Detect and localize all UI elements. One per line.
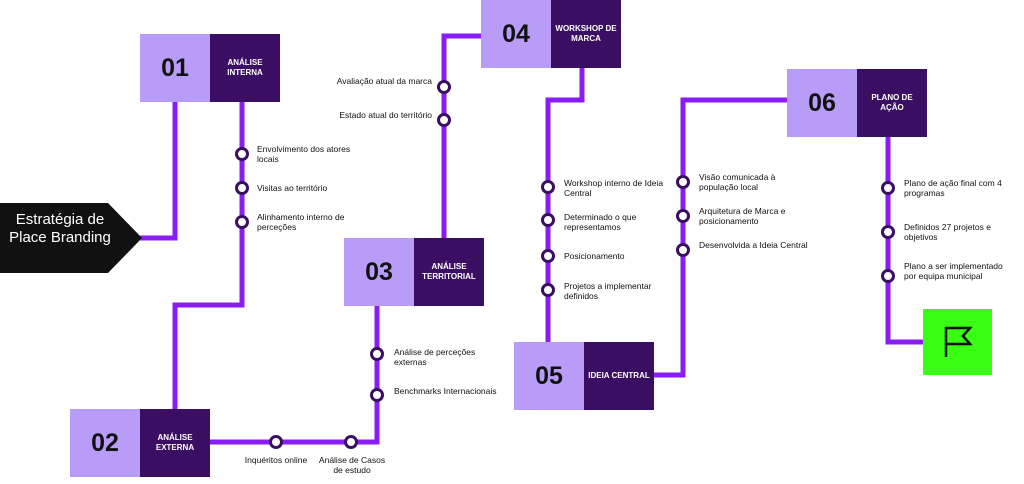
milestone-dot <box>269 435 283 449</box>
step-label: ANÁLISE INTERNA <box>210 34 280 102</box>
milestone-note: Análise de Casos de estudo <box>318 455 386 475</box>
milestone-note: Avaliação atual da marca <box>336 76 432 86</box>
step-01: 01 ANÁLISE INTERNA <box>140 34 280 102</box>
step-label: IDEIA CENTRAL <box>584 342 654 410</box>
milestone-dot <box>676 243 690 257</box>
milestone-note: Plano a ser implementado por equipa muni… <box>904 261 1003 281</box>
step-number: 06 <box>787 69 857 137</box>
step-03: 03 ANÁLISE TERRITORIAL <box>344 238 484 306</box>
milestone-note: Plano de ação final com 4 programas <box>904 178 1002 198</box>
milestone-dot <box>235 215 249 229</box>
step-label: ANÁLISE EXTERNA <box>140 409 210 477</box>
milestone-dot <box>881 225 895 239</box>
milestone-dot <box>344 435 358 449</box>
step-number: 04 <box>481 0 551 68</box>
end-node <box>923 309 992 375</box>
step-number: 02 <box>70 409 140 477</box>
milestone-dot <box>881 269 895 283</box>
step-04: 04 WORKSHOP DE MARCA <box>481 0 621 68</box>
step-number: 05 <box>514 342 584 410</box>
step-label: ANÁLISE TERRITORIAL <box>414 238 484 306</box>
route-segment <box>210 305 380 445</box>
milestone-dot <box>235 181 249 195</box>
step-label: PLANO DE AÇÃO <box>857 69 927 137</box>
milestone-note: Visitas ao território <box>257 183 328 193</box>
start-label: Estratégia de Place Branding <box>9 211 111 246</box>
step-label: WORKSHOP DE MARCA <box>551 0 621 68</box>
milestone-dot <box>437 80 451 94</box>
milestone-note: Arquitetura de Marca e posicionamento <box>699 206 786 226</box>
milestone-note: Análise de perceções externas <box>394 347 476 367</box>
milestone-note: Inquéritos online <box>244 455 308 465</box>
route-segment <box>885 136 923 345</box>
milestone-note: Desenvolvida a Ideia Central <box>699 240 808 250</box>
milestone-note: Estado atual do território <box>339 110 432 120</box>
route-segment <box>650 97 787 378</box>
milestone-note: Benchmarks Internacionais <box>394 386 497 396</box>
step-number: 01 <box>140 34 210 102</box>
flag-icon <box>944 326 973 357</box>
milestone-note: Definidos 27 projetos e objetivos <box>904 222 991 242</box>
milestone-dot <box>881 181 895 195</box>
route-segment <box>172 100 245 442</box>
milestone-note: Determinado o que representamos <box>564 212 637 232</box>
milestone-dot <box>541 249 555 263</box>
route-segment <box>140 100 178 241</box>
step-05: 05 IDEIA CENTRAL <box>514 342 654 410</box>
milestone-dot <box>370 388 384 402</box>
step-number: 03 <box>344 238 414 306</box>
milestone-dot <box>676 209 690 223</box>
milestone-dot <box>235 147 249 161</box>
milestone-note: Posicionamento <box>564 251 625 261</box>
milestone-dot <box>541 283 555 297</box>
milestone-dot <box>437 113 451 127</box>
step-06: 06 PLANO DE AÇÃO <box>787 69 927 137</box>
milestone-note: Projetos a implementar definidos <box>564 281 652 301</box>
milestone-dot <box>370 347 384 361</box>
milestone-note: Alinhamento interno de perceções <box>257 212 345 232</box>
milestone-note: Visão comunicada à população local <box>699 172 776 192</box>
milestone-note: Envolvimento dos atores locais <box>257 144 351 164</box>
start-arrow-shape <box>0 203 142 273</box>
milestone-dot <box>541 180 555 194</box>
start-node: Estratégia de Place Branding <box>0 203 142 273</box>
milestone-note: Workshop interno de Ideia Central <box>564 178 664 198</box>
milestone-dot <box>541 213 555 227</box>
step-02: 02 ANÁLISE EXTERNA <box>70 409 210 477</box>
milestone-dot <box>676 175 690 189</box>
route-segment <box>441 33 481 238</box>
